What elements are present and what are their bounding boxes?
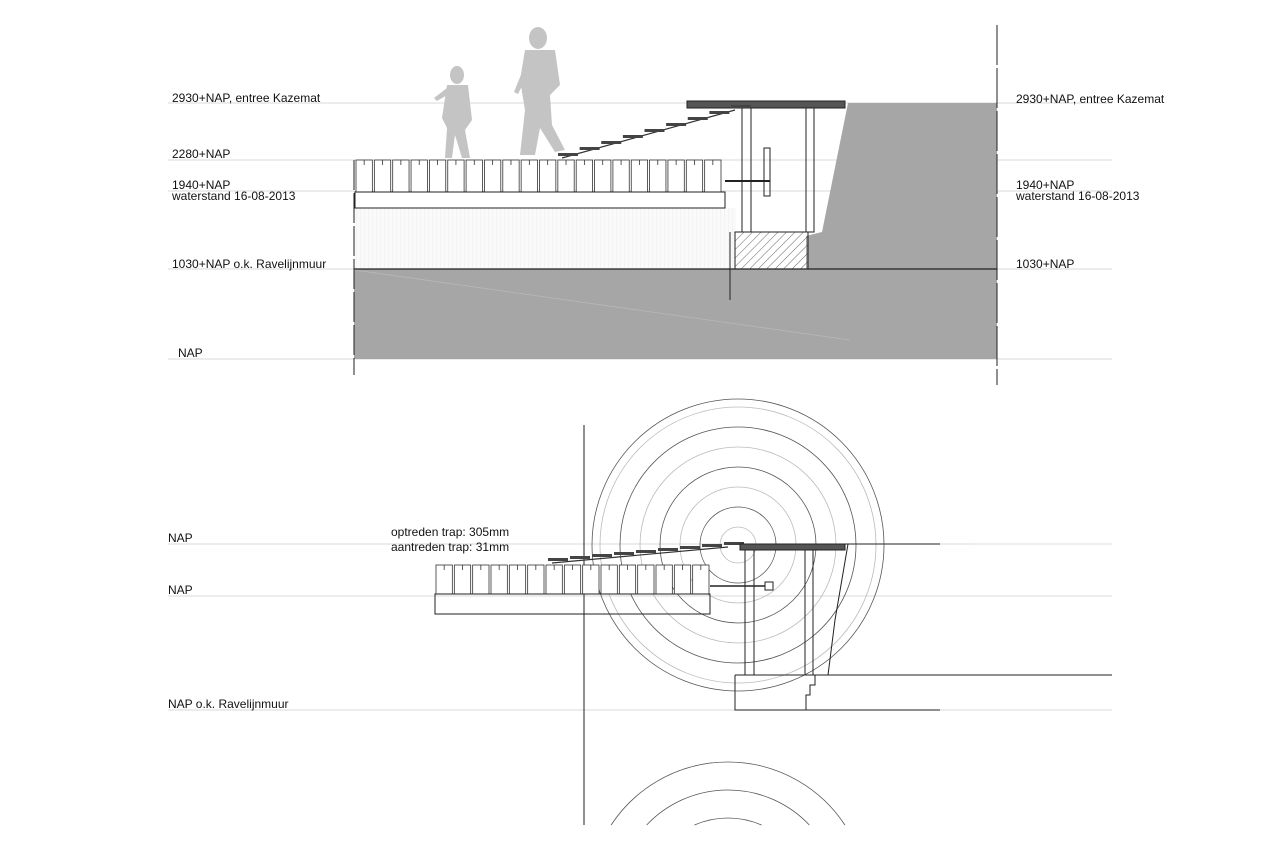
level-label-right: 2930+NAP, entree Kazemat bbox=[1016, 92, 1165, 106]
foundation-block bbox=[734, 231, 809, 270]
water-body bbox=[354, 208, 736, 269]
embankment-outline bbox=[827, 543, 849, 676]
pontoon bbox=[435, 564, 710, 595]
guide-post bbox=[763, 147, 771, 197]
pontoon bbox=[355, 159, 722, 193]
stair-tread bbox=[622, 135, 643, 138]
level-label-right: waterstand 16-08-2013 bbox=[1015, 189, 1140, 203]
stair-tread bbox=[636, 550, 656, 553]
people-silhouettes bbox=[434, 27, 565, 158]
stair-tread bbox=[687, 117, 708, 120]
stair bbox=[558, 105, 751, 159]
stair-stringer bbox=[551, 546, 729, 564]
level-label-right: 1030+NAP bbox=[1016, 257, 1074, 271]
radius-arc bbox=[646, 789, 810, 826]
foundation-outline bbox=[734, 675, 940, 711]
level-label: NAP o.k. Ravelijnmuur bbox=[168, 697, 289, 711]
pontoon-base bbox=[434, 593, 711, 615]
level-label: NAP bbox=[178, 346, 203, 360]
bottom-section: NAP NAP NAP o.k. Ravelijnmuur optreden t… bbox=[168, 398, 1112, 826]
stair-tread bbox=[702, 544, 722, 547]
level-label: 1940+NAP bbox=[172, 178, 230, 192]
level-label-right: 1940+NAP bbox=[1016, 178, 1074, 192]
level-label: 1030+NAP o.k. Ravelijnmuur bbox=[172, 257, 326, 271]
level-label: waterstand 16-08-2013 bbox=[171, 189, 296, 203]
stair-tread bbox=[658, 548, 678, 551]
deck bbox=[739, 543, 846, 551]
radius-circle bbox=[619, 426, 857, 664]
stair-tread bbox=[731, 105, 751, 108]
stair-tread-annotation: aantreden trap: 31mm bbox=[391, 540, 509, 554]
level-label: NAP bbox=[168, 583, 193, 597]
stair-tread bbox=[558, 153, 578, 156]
radius-arc bbox=[694, 817, 762, 826]
ground-sightline bbox=[353, 269, 851, 341]
stair-rise-annotation: optreden trap: 305mm bbox=[391, 525, 509, 539]
stair-tread bbox=[601, 141, 622, 144]
stair-tread bbox=[709, 111, 730, 114]
top-section: 2930+NAP, entree Kazemat 2280+NAP 1940+N… bbox=[168, 25, 1165, 385]
stair-tread bbox=[724, 542, 744, 545]
stair bbox=[548, 542, 744, 564]
stair-tread bbox=[644, 129, 665, 132]
foundation-steps bbox=[805, 675, 816, 710]
ground-mass bbox=[354, 269, 997, 359]
stair-tread bbox=[680, 546, 700, 549]
radius-circle bbox=[599, 406, 877, 684]
stair-tread bbox=[666, 123, 687, 126]
stair-tread bbox=[592, 554, 612, 557]
radius-arc bbox=[610, 761, 846, 826]
embankment bbox=[806, 103, 997, 269]
level-label: 2930+NAP, entree Kazemat bbox=[172, 91, 321, 105]
connector-end bbox=[764, 581, 774, 591]
radius-circle bbox=[591, 398, 885, 692]
stair-tread bbox=[579, 147, 600, 150]
level-label: NAP bbox=[168, 531, 193, 545]
stair-tread bbox=[570, 556, 590, 559]
stair-tread bbox=[548, 558, 568, 561]
level-label: 2280+NAP bbox=[172, 147, 230, 161]
deck bbox=[686, 100, 846, 109]
pontoon-base bbox=[354, 191, 726, 209]
stair-tread bbox=[614, 552, 634, 555]
